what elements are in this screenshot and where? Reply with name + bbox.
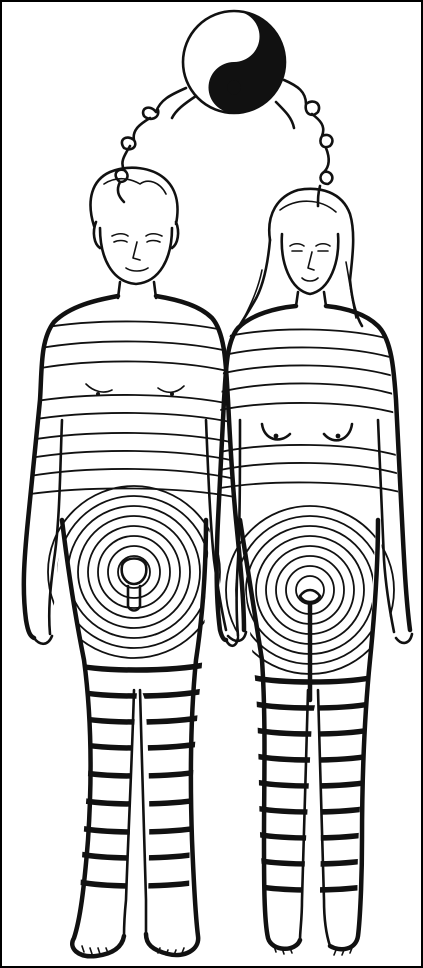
female-figure: [217, 189, 412, 955]
male-figure: [24, 168, 246, 957]
spiral-cord-right: [276, 80, 332, 206]
yin-yang-icon: [183, 11, 285, 113]
spiral-cord-left: [116, 88, 196, 202]
